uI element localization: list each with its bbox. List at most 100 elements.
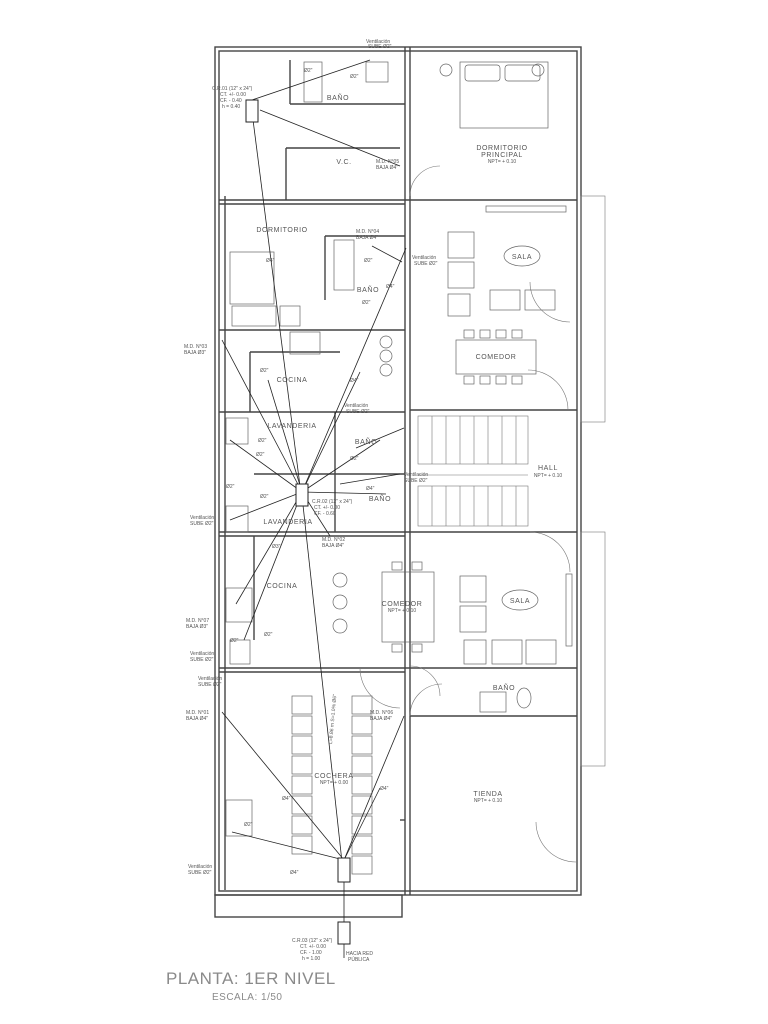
pipe-label: Ø2" (264, 632, 273, 638)
room-bano-top: BAÑO (327, 93, 349, 102)
vent-8-sube: SUBE Ø2" (188, 870, 212, 876)
room-bano-4: BAÑO (369, 494, 391, 503)
room-dormitorio-principal: DORMITORIO (476, 145, 527, 152)
pipe-label: Ø2" (304, 68, 313, 74)
vent-5: Ventilación (190, 515, 214, 521)
room-cochera-npt: NPT= + 0.00 (320, 780, 349, 786)
md06-baja: BAJA Ø4" (370, 716, 392, 722)
room-cocina-top: COCINA (277, 377, 308, 384)
cr01-cf: CF. - 0.40 (220, 98, 242, 104)
room-hall: HALL (538, 465, 558, 472)
room-bano-mid: BAÑO (357, 285, 379, 294)
pipe-label: Ø4" (266, 258, 275, 264)
room-lavanderia-1: LAVANDERIA (267, 423, 316, 430)
room-cocina-bottom: COCINA (267, 583, 298, 590)
vent-7-sube: SUBE Ø2" (198, 682, 222, 688)
doors (359, 165, 577, 863)
pipe-label: Ø2" (258, 438, 267, 444)
register-cr02 (295, 483, 309, 507)
vent-6: Ventilación (190, 651, 214, 657)
furniture (225, 61, 573, 875)
pipe-label: Ø4" (380, 786, 389, 792)
room-vc: V.C. (336, 159, 351, 166)
md04-baja: BAJA Ø4" (356, 235, 378, 241)
room-hall-npt: NPT= + 0.10 (534, 473, 563, 479)
vent-3-sube: SUBE Ø2" (346, 409, 370, 415)
md03-label: M.D. N°03 (184, 344, 207, 350)
hacia-red: HACIA RED (346, 951, 373, 957)
pipe-label: Ø4" (282, 796, 291, 802)
cr02-label: C.R.02 (12" x 24") (312, 499, 353, 505)
md02-label: M.D. N°02 (322, 537, 345, 543)
main-pipe-label: L=8.86 m S=1.0% Ø6" (328, 694, 338, 744)
cr02-cf: CF. - 0.60 (314, 511, 336, 517)
register-cr01 (245, 99, 259, 123)
cr02-ct: CT. +/- 0.00 (314, 505, 340, 511)
register-cr03 (337, 857, 351, 883)
room-comedor-bottom: COMEDOR (382, 601, 423, 608)
pipe-label: Ø2" (230, 638, 239, 644)
pipe-diameter-labels: Ø2" Ø2" Ø4" Ø2" Ø4" Ø2" Ø2" Ø4" Ø2" Ø2" … (226, 68, 395, 876)
hacia-publica: PÚBLICA (348, 956, 370, 963)
vent-2-sube: SUBE Ø2" (414, 261, 438, 267)
room-comedor-top: COMEDOR (476, 354, 517, 361)
vent-4-sube: SUBE Ø2" (404, 478, 428, 484)
pipe-label: Ø2" (256, 452, 265, 458)
downpipe-labels: M.D. N°05 BAJA Ø4" M.D. N°04 BAJA Ø4" M.… (184, 159, 399, 722)
drain-pipes (221, 59, 407, 958)
cr03-h: h = 1.00 (302, 956, 320, 962)
room-dormitorio-principal-npt: NPT= + 0.10 (488, 159, 517, 165)
room-cochera: COCHERA (314, 773, 353, 780)
room-dormitorio-principal-2: PRINCIPAL (481, 152, 523, 159)
room-tienda-npt: NPT= + 0.10 (474, 798, 503, 804)
register-public (337, 921, 351, 945)
vent-1: Ventilación (366, 39, 390, 45)
cr03-label: C.R.03 (12" x 24") (292, 938, 333, 944)
parking-bays (291, 695, 373, 875)
vent-4: Ventilación (404, 472, 428, 478)
drawing-scale: ESCALA: 1/50 (212, 992, 282, 1003)
room-tienda: TIENDA (473, 791, 502, 798)
vent-8: Ventilación (188, 864, 212, 870)
vent-2: Ventilación (412, 255, 436, 261)
md06-label: M.D. N°06 (370, 710, 393, 716)
room-lavanderia-2: LAVANDERIA (263, 519, 312, 526)
pipe-label: Ø2" (350, 456, 359, 462)
md05-baja: BAJA Ø4" (376, 165, 398, 171)
drawing-title: PLANTA: 1ER NIVEL (166, 969, 336, 988)
md03-baja: BAJA Ø3" (184, 350, 206, 356)
pipe-label: Ø4" (290, 870, 299, 876)
vent-3: Ventilación (344, 403, 368, 409)
vent-labels: Ventilación SUBE Ø2" Ventilación SUBE Ø2… (188, 39, 438, 876)
vent-6-sube: SUBE Ø2" (190, 657, 214, 663)
vent-7: Ventilación (198, 676, 222, 682)
pipe-label: Ø2" (364, 258, 373, 264)
room-sala-bottom: SALA (510, 598, 530, 605)
pipe-label: Ø4" (386, 284, 395, 290)
register-labels: C.R.01 (12" x 24") CT. +/- 0.00 CF. - 0.… (212, 86, 373, 963)
room-sala-top: SALA (512, 254, 532, 261)
room-dormitorio: DORMITORIO (256, 227, 307, 234)
pipe-label: Ø4" (350, 378, 359, 384)
room-bano-3: BAÑO (355, 437, 377, 446)
cr03-ct: CT. +/- 0.00 (300, 944, 326, 950)
cr03-cf: CF. - 1.00 (300, 950, 322, 956)
pipe-label: Ø2" (244, 822, 253, 828)
pipe-label: Ø2" (362, 300, 371, 306)
staircase (417, 415, 529, 527)
cr01-h: h = 0.40 (222, 104, 240, 110)
registers (245, 99, 351, 945)
room-bano-shop: BAÑO (493, 683, 515, 692)
pipe-label: Ø2" (260, 368, 269, 374)
walls (214, 46, 606, 918)
room-comedor-bottom-npt: NPT= + 0.10 (388, 608, 417, 614)
cr01-ct: CT. +/- 0.00 (220, 92, 246, 98)
md02-baja: BAJA Ø4" (322, 543, 344, 549)
vent-5-sube: SUBE Ø2" (190, 521, 214, 527)
md01-label: M.D. N°01 (186, 710, 209, 716)
pipe-label: Ø2" (260, 494, 269, 500)
pipe-label: Ø2" (226, 484, 235, 490)
md07-baja: BAJA Ø3" (186, 624, 208, 630)
md05-label: M.D. N°05 (376, 159, 399, 165)
